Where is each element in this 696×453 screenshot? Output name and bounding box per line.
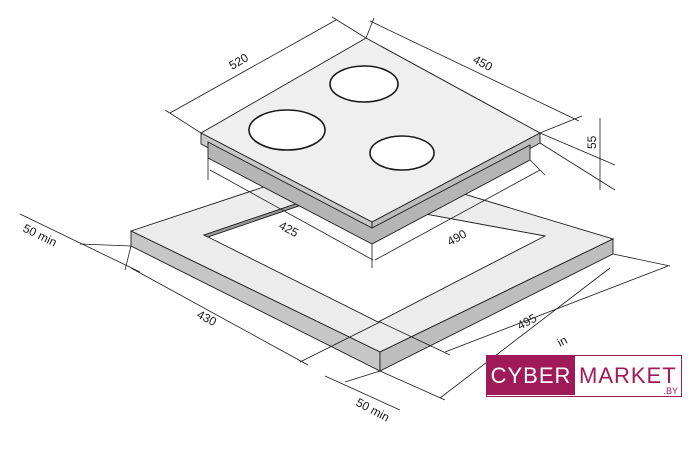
label-hob-height: 55 [585,135,599,149]
logo-brand-right: MARKET [579,363,677,388]
logo-domain: .BY [663,386,678,396]
label-countertop-width: 430 [195,307,220,329]
label-cutout-width: 425 [277,218,302,240]
label-countertop-depth: 495 [515,311,540,333]
label-clearance-front: 50 min [354,395,392,424]
logo-brand-left: CYBER [487,356,575,395]
label-cutout-depth: 490 [445,227,470,249]
cybermarket-logo: CYBER MARKET .BY [486,355,682,397]
burner-rear-icon [329,65,399,103]
dimension-lines [19,16,671,411]
burner-large-icon [248,109,326,151]
burner-front-icon [369,135,435,171]
label-clearance-left: 50 min [21,221,60,249]
countertop [129,158,615,372]
countertop-side-left [130,230,381,372]
label-clearance-right-partial: in [555,333,570,350]
hob [200,37,541,245]
